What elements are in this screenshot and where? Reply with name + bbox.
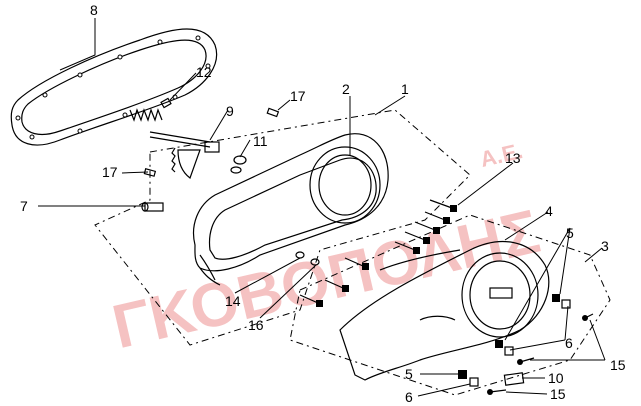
callout-15-right: 15 [610, 357, 626, 373]
callout-15-bottom: 15 [550, 386, 566, 402]
pin-part-7 [141, 202, 164, 212]
assembly-boundary-3 [289, 214, 611, 396]
hardware-part-5-6-15 [458, 294, 594, 395]
outer-cover-part-4 [339, 241, 550, 381]
callout-9: 9 [226, 103, 234, 119]
callout-6-right: 6 [565, 335, 573, 351]
callout-14: 14 [225, 293, 241, 309]
inner-cover-part-2 [193, 133, 389, 286]
callout-6-bottom: 6 [405, 389, 413, 405]
callout-5-bottom: 5 [405, 366, 413, 382]
dealer-watermark: ΓΚΟΒΟΠΟΛΗΣ Α.Ε. [106, 138, 545, 362]
callout-1: 1 [401, 81, 409, 97]
leader-lines [38, 18, 606, 397]
dowel-pin-part-17-lower [143, 168, 157, 177]
callout-2: 2 [342, 81, 350, 97]
callout-16: 16 [248, 317, 264, 333]
callout-17-lower: 17 [102, 164, 118, 180]
watermark-main: ΓΚΟΒΟΠΟΛΗΣ [106, 197, 545, 362]
callout-5-right: 5 [566, 225, 574, 241]
dowel-pin-part-17-upper [266, 107, 280, 118]
callout-8: 8 [90, 2, 98, 18]
callout-12: 12 [196, 64, 212, 80]
bolt-part-13-group [299, 199, 457, 307]
callout-3: 3 [601, 238, 609, 254]
callout-11: 11 [253, 133, 268, 149]
gasket-part-8 [10, 28, 218, 146]
kickstart-shaft-part-9 [149, 131, 220, 179]
bushing-part-11 [230, 155, 247, 174]
callout-10: 10 [548, 370, 564, 386]
callout-7: 7 [20, 198, 28, 214]
callout-4: 4 [545, 203, 553, 219]
spring-part-12 [129, 97, 172, 122]
callout-17-upper: 17 [290, 88, 306, 104]
callout-labels: 8 12 9 11 17 17 7 2 1 13 4 5 3 6 15 5 6 … [20, 2, 626, 405]
callout-13: 13 [505, 150, 521, 166]
